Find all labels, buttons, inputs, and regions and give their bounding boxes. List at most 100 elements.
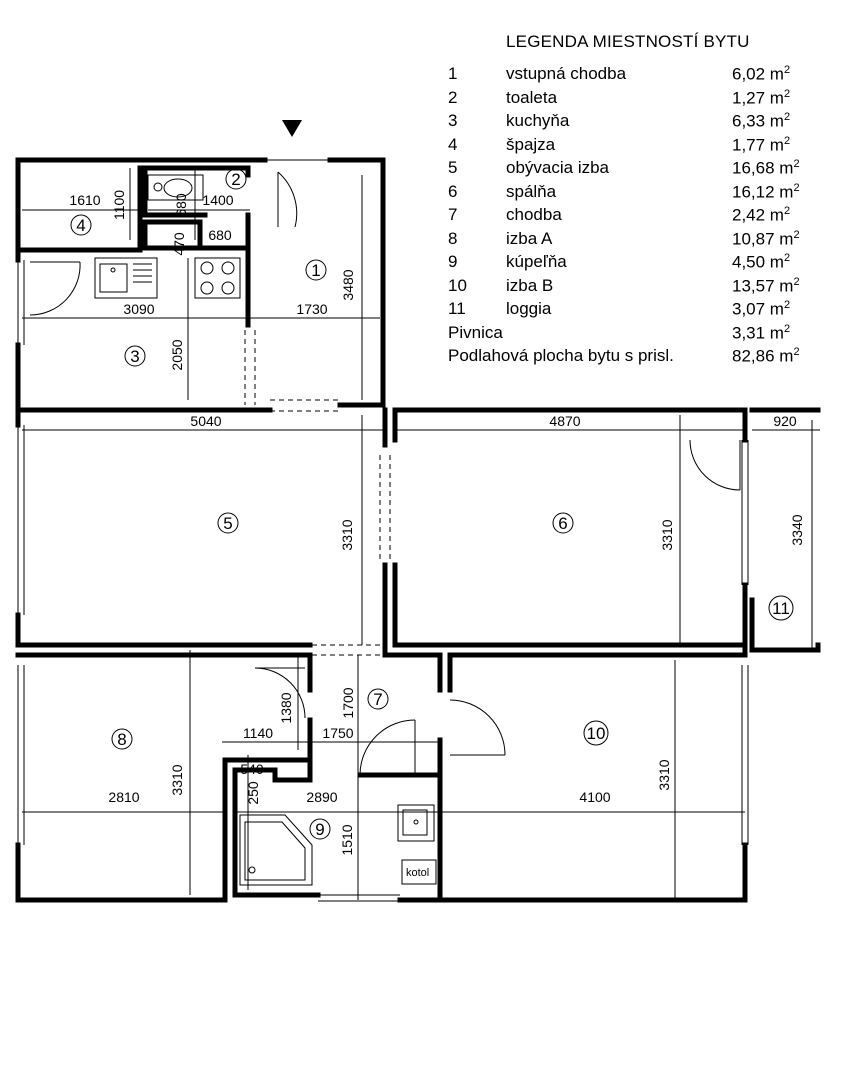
- legend-area-unit-sup: 2: [783, 111, 791, 123]
- legend-area-value: 3,07 m: [732, 299, 784, 319]
- dimension-lines: [22, 168, 820, 900]
- legend-room-area: 6,02 m2: [732, 64, 790, 85]
- legend-area-value: 16,68 m: [732, 158, 794, 178]
- dimension-label: 1750: [322, 725, 353, 741]
- legend-room-number: 3: [448, 111, 458, 130]
- legend-area-value: 1,27 m: [732, 88, 784, 108]
- legend-area-value: 3,31 m: [732, 323, 784, 343]
- legend-room-name: Pivnica: [448, 322, 503, 342]
- legend-area-unit-sup: 2: [793, 346, 800, 358]
- legend-room-area: 16,12 m2: [732, 182, 800, 203]
- legend-room-area: 4,50 m2: [732, 252, 790, 273]
- room-number-label: 10: [587, 724, 606, 743]
- room-marker-4: 4: [70, 214, 92, 236]
- dimension-label: 1510: [339, 824, 355, 855]
- dimension-label: 3480: [340, 269, 356, 300]
- dimension-label: 250: [245, 781, 261, 805]
- dimension-label: 2050: [169, 339, 185, 370]
- stove-icon: [194, 257, 241, 299]
- legend-area-unit-sup: 2: [783, 87, 791, 100]
- legend-area-value: 16,12 m: [732, 182, 794, 202]
- dimension-label: 3310: [169, 764, 185, 795]
- dimension-label: 3090: [123, 301, 154, 317]
- dimension-label: 3310: [656, 759, 672, 790]
- dimension-label: 1700: [340, 687, 356, 718]
- legend-room-area: 6,33 m2: [732, 111, 790, 132]
- legend-area-unit-sup: 2: [793, 228, 800, 241]
- dimension-label: 470: [171, 232, 187, 256]
- legend-room-name: kuchyňa: [506, 111, 570, 130]
- legend-area-unit-sup: 2: [783, 205, 791, 217]
- dimension-label: 1100: [111, 190, 127, 220]
- room-marker-3: 3: [124, 345, 146, 367]
- legend-area-unit-sup: 2: [783, 134, 791, 147]
- dimension-label: 5040: [190, 413, 221, 429]
- room-markers: 1 2 3 4 5 6 7 8 9 10 11: [70, 168, 794, 840]
- legend-room-number: 6: [448, 181, 458, 201]
- legend-title: LEGENDA MIESTNOSTÍ BYTU: [506, 32, 750, 51]
- dimension-label: 1610: [69, 192, 100, 208]
- dimension-label: 2810: [108, 789, 139, 805]
- room-marker-10: 10: [583, 720, 609, 746]
- room-number-label: 11: [772, 599, 790, 618]
- windows: [17, 159, 749, 902]
- legend-area-value: 6,33 m: [732, 111, 784, 131]
- legend-room-number: 10: [448, 275, 467, 295]
- wc-fixture-icon: [147, 174, 204, 201]
- room-number-label: 9: [315, 820, 324, 839]
- legend-room-area: 3,31 m2: [732, 323, 790, 344]
- washbasin-icon: [397, 804, 435, 842]
- dimension-label: 3310: [339, 519, 355, 550]
- legend-area-value: 6,02 m: [732, 64, 784, 84]
- legend-room-name: loggia: [506, 299, 552, 318]
- legend-room-number: 9: [448, 252, 458, 271]
- kitchen-sink-icon: [94, 257, 158, 299]
- legend-room-area: 1,27 m2: [732, 88, 790, 109]
- bathtub-icon: [239, 814, 313, 886]
- legend-area-value: 1,77 m: [732, 135, 784, 155]
- room-number-label: 1: [311, 261, 320, 280]
- legend-room-number: 1: [448, 64, 458, 83]
- legend-area-value: 13,57 m: [732, 276, 794, 296]
- legend-area-value: 82,86 m: [732, 346, 794, 366]
- dimension-label: 3310: [659, 519, 675, 550]
- legend-room-name: spálňa: [506, 181, 557, 201]
- room-number-label: 3: [130, 347, 139, 366]
- legend-room-number: 7: [448, 205, 458, 224]
- room-marker-7: 7: [367, 688, 389, 710]
- legend-room-area: 10,87 m2: [732, 229, 800, 250]
- legend-room-name: Podlahová plocha bytu s prisl.: [448, 346, 674, 365]
- walls: [15, 157, 821, 903]
- room-marker-6: 6: [552, 512, 574, 534]
- room-number-label: 7: [373, 690, 382, 709]
- dimension-label: 2890: [306, 789, 337, 805]
- dimension-label: 1380: [278, 692, 294, 723]
- legend-room-name: obývacia izba: [506, 158, 610, 177]
- legend-room-area: 3,07 m2: [732, 299, 790, 320]
- legend-room-name: izba B: [506, 275, 554, 295]
- legend-room-area: 16,68 m2: [732, 158, 800, 179]
- room-marker-11: 11: [768, 595, 794, 621]
- dimension-label: 680: [173, 193, 189, 217]
- legend-area-value: 4,50 m: [732, 252, 784, 272]
- room-number-label: 6: [558, 514, 567, 533]
- room-number-label: 4: [76, 216, 85, 235]
- legend-room-name: kúpeľňa: [506, 252, 567, 271]
- door-swings: [29, 171, 741, 776]
- room-marker-8: 8: [111, 728, 133, 750]
- legend-room-number: 4: [448, 134, 458, 154]
- legend-room-name: vstupná chodba: [506, 64, 627, 83]
- legend-area-value: 10,87 m: [732, 229, 794, 249]
- dimension-label: 1400: [202, 192, 233, 208]
- dimension-label: 4100: [579, 789, 610, 805]
- legend-area-value: 2,42 m: [732, 205, 784, 225]
- legend-area-unit-sup: 2: [793, 158, 800, 170]
- legend-area-unit-sup: 2: [783, 252, 791, 264]
- dimension-label: 3340: [789, 514, 805, 545]
- legend-room-area: 82,86 m2: [732, 346, 800, 367]
- boiler-icon: [401, 859, 437, 885]
- room-number-label: 5: [223, 514, 232, 533]
- dimension-label: 540: [240, 761, 264, 777]
